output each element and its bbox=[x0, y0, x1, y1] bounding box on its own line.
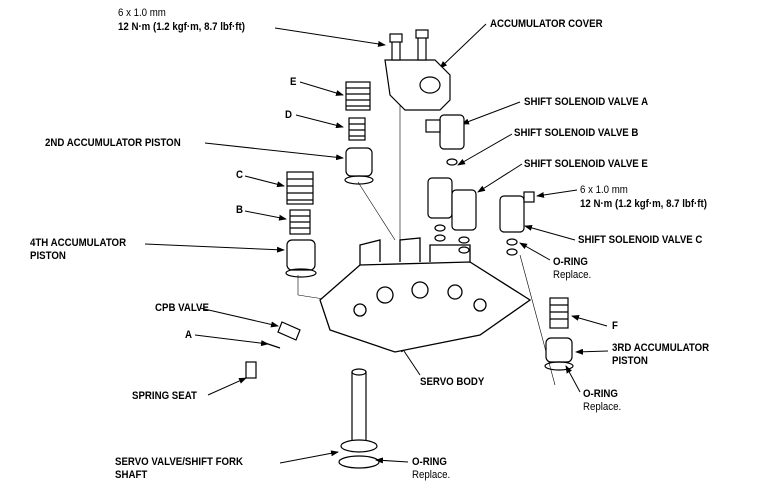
oring-name: O-RING bbox=[583, 388, 618, 400]
torque-spec-top: 6 x 1.0 mm 12 N·m (1.2 kgf·m, 8.7 lbf·ft… bbox=[118, 6, 245, 34]
bolt-size: 6 x 1.0 mm bbox=[580, 184, 628, 196]
label-b: B bbox=[236, 204, 243, 216]
servo-body bbox=[319, 237, 532, 353]
label-shift-solenoid-c: SHIFT SOLENOID VALVE C bbox=[578, 234, 703, 246]
accumulator-cover bbox=[384, 29, 451, 111]
label-c: C bbox=[236, 169, 243, 181]
oring-name: O-RING bbox=[553, 256, 588, 268]
solenoid-valves bbox=[425, 114, 535, 256]
leader-lines bbox=[144, 23, 609, 464]
cpb-valve-parts bbox=[245, 321, 301, 379]
label-4th-accumulator-piston: 4TH ACCUMULATOR PISTON bbox=[30, 237, 126, 263]
springs-pistons bbox=[285, 81, 574, 371]
label-line1: SERVO VALVE/SHIFT FORK bbox=[115, 456, 244, 468]
label-spring-seat: SPRING SEAT bbox=[132, 390, 197, 402]
label-3rd-accumulator-piston: 3RD ACCUMULATOR PISTON bbox=[612, 342, 709, 368]
label-oring-bottom: O-RING Replace. bbox=[412, 456, 450, 482]
label-shift-solenoid-a: SHIFT SOLENOID VALVE A bbox=[524, 96, 649, 108]
label-servo-body: SERVO BODY bbox=[420, 376, 485, 388]
label-oring-right: O-RING Replace. bbox=[583, 388, 621, 414]
label-a: A bbox=[185, 329, 192, 341]
bolt-torque: 12 N·m (1.2 kgf·m, 8.7 lbf·ft) bbox=[118, 21, 245, 33]
torque-spec-right: 6 x 1.0 mm 12 N·m (1.2 kgf·m, 8.7 lbf·ft… bbox=[580, 183, 707, 211]
label-servo-valve-shift-fork-shaft: SERVO VALVE/SHIFT FORK SHAFT bbox=[115, 456, 243, 482]
oring-name: O-RING bbox=[412, 456, 447, 468]
label-2nd-accumulator-piston: 2ND ACCUMULATOR PISTON bbox=[45, 137, 181, 149]
label-cpb-valve: CPB VALVE bbox=[155, 302, 209, 314]
label-f: F bbox=[612, 320, 618, 332]
servo-valve-shaft bbox=[338, 368, 380, 469]
label-d: D bbox=[285, 109, 292, 121]
label-accumulator-cover: ACCUMULATOR COVER bbox=[490, 18, 603, 30]
label-line2: PISTON bbox=[30, 250, 66, 262]
bolt-torque: 12 N·m (1.2 kgf·m, 8.7 lbf·ft) bbox=[580, 198, 707, 210]
label-shift-solenoid-e: SHIFT SOLENOID VALVE E bbox=[524, 158, 648, 170]
label-e: E bbox=[290, 76, 297, 88]
bolt-size: 6 x 1.0 mm bbox=[118, 7, 166, 19]
oring-note: Replace. bbox=[553, 269, 592, 281]
oring-note: Replace. bbox=[583, 401, 622, 413]
label-shift-solenoid-b: SHIFT SOLENOID VALVE B bbox=[514, 127, 639, 139]
label-line2: SHAFT bbox=[115, 469, 148, 481]
oring-note: Replace. bbox=[412, 469, 451, 481]
label-line1: 3RD ACCUMULATOR bbox=[612, 342, 710, 354]
label-line2: PISTON bbox=[612, 355, 648, 367]
label-oring-upper: O-RING Replace. bbox=[553, 256, 591, 282]
label-line1: 4TH ACCUMULATOR bbox=[30, 237, 127, 249]
